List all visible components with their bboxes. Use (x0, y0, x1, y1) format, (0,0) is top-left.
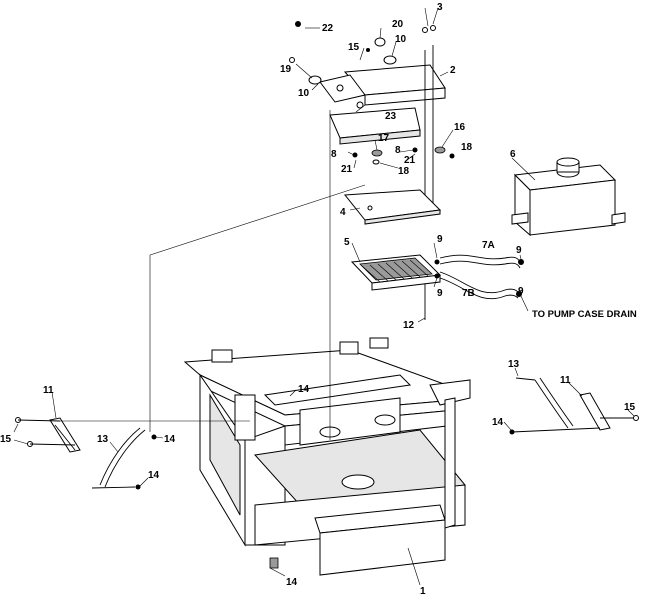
callout-16: 16 (454, 122, 466, 133)
callout-5: 5 (344, 237, 350, 248)
callout-11b: 11 (560, 375, 571, 386)
callout-1: 1 (420, 586, 426, 597)
callout-23: 23 (385, 111, 397, 122)
callout-9a: 9 (437, 234, 443, 245)
callout-14c: 14 (148, 470, 160, 481)
callout-17: 17 (378, 133, 390, 144)
callout-14b: 14 (164, 434, 176, 445)
callout-15a: 15 (348, 42, 360, 53)
callout-9d: 9 (518, 286, 524, 297)
callout-2: 2 (450, 65, 456, 76)
callout-15b: 15 (0, 434, 12, 445)
right-linkage (509, 377, 639, 435)
callout-20: 20 (392, 19, 404, 30)
callout-21a: 21 (341, 164, 353, 175)
callout-10a: 10 (395, 34, 407, 45)
callout-13b: 13 (508, 359, 520, 370)
callout-7a: 7A (482, 240, 495, 251)
callout-11a: 11 (43, 385, 54, 396)
leader-lines (13, 7, 635, 586)
callout-6: 6 (510, 149, 516, 160)
pump-case-drain-label: TO PUMP CASE DRAIN (532, 309, 637, 320)
oil-cooler (350, 254, 442, 291)
callout-9b: 9 (437, 288, 443, 299)
callout-8a: 8 (331, 149, 337, 160)
callout-15c: 15 (624, 402, 636, 413)
callout-18b: 18 (398, 166, 410, 177)
callout-18a: 18 (461, 142, 473, 153)
callout-3: 3 (437, 2, 443, 13)
callout-9c: 9 (516, 245, 522, 256)
hydraulic-hoses (434, 254, 524, 300)
callout-22: 22 (322, 23, 334, 34)
callout-7b: 7B (462, 288, 475, 299)
callout-12: 12 (403, 320, 415, 331)
main-frame (183, 337, 471, 576)
callout-21b: 21 (404, 155, 416, 166)
callout-14d: 14 (492, 417, 504, 428)
callout-14a: 14 (298, 384, 310, 395)
callout-8b: 8 (395, 145, 401, 156)
left-linkage (15, 417, 157, 490)
cooler-shield (344, 189, 442, 225)
callout-4: 4 (340, 207, 346, 218)
callout-10b: 10 (298, 88, 310, 99)
callout-14e: 14 (286, 577, 298, 588)
mount-plate (329, 107, 421, 145)
callout-19: 19 (280, 64, 292, 75)
callouts: 1 2 3 4 5 6 7A 7B 8 8 9 9 9 9 10 10 11 1… (0, 2, 637, 597)
callout-13a: 13 (97, 434, 109, 445)
hydraulic-tank (511, 157, 626, 237)
upper-hardware (289, 21, 455, 165)
oil-cooler-mount-bracket (319, 45, 446, 320)
